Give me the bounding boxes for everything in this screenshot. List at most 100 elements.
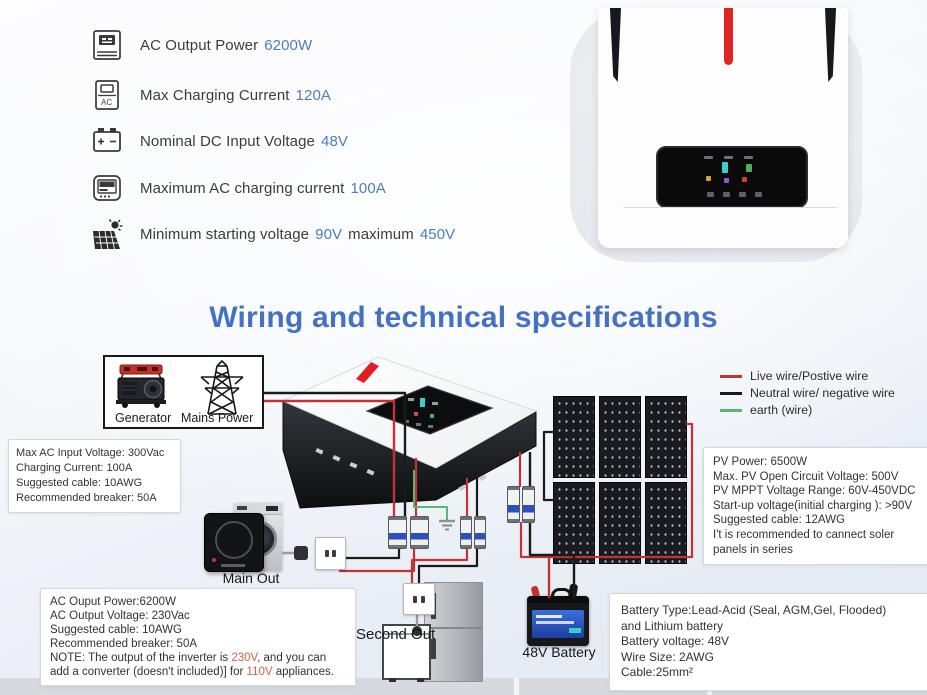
spec-line: Battery Type:Lead-Acid (Seal, AGM,Gel, F… <box>621 603 887 617</box>
spec-line: Charging Current: 100A <box>16 462 133 474</box>
socket-hole <box>332 550 337 558</box>
display-button <box>723 192 730 197</box>
ac-input-spec-box: Max AC Input Voltage: 300Vac Charging Cu… <box>8 439 181 513</box>
pv-spec-box: PV Power: 6500W Max. PV Open Circuit Vol… <box>703 447 927 566</box>
inverter-red-stripe <box>724 8 733 65</box>
spec-line: Recommended breaker: 50A <box>16 492 157 504</box>
spec-line: and Lithium battery <box>621 618 724 633</box>
power-plug <box>412 626 422 636</box>
inverter-corner-accent-right <box>825 8 837 82</box>
cooktop-controls <box>221 564 245 567</box>
battery-label-line <box>536 621 574 624</box>
wire-ac-in-neutral <box>260 391 407 517</box>
note-voltage: 110V <box>246 666 273 678</box>
bottom-bar-divider <box>514 678 519 695</box>
cooktop-indicator <box>212 558 216 562</box>
spec-value: 450V <box>419 225 456 243</box>
spec-line: Cable:25mm² <box>621 665 694 679</box>
page-title: Wiring and technical specifications <box>209 301 718 334</box>
spec-line: Suggested cable: 12AWG <box>713 514 845 527</box>
display-indicator-green <box>746 164 752 172</box>
main-out-socket <box>315 537 346 570</box>
solar-panel-icon <box>93 219 123 250</box>
spec-line: I't is recommended to cannect soler pane… <box>713 528 895 556</box>
socket-hole <box>324 550 329 558</box>
second-out-label: Second Out <box>356 626 436 643</box>
battery-cap <box>527 596 589 603</box>
second-out-socket <box>403 583 435 615</box>
inverter-corner-accent-left <box>609 8 621 82</box>
battery-label-chip <box>569 628 581 633</box>
legend-swatch-live <box>720 374 742 378</box>
socket-hole <box>413 596 417 603</box>
battery-label: 48V Battery <box>522 644 596 660</box>
svg-text:AC: AC <box>101 98 112 107</box>
generator-label: Generator <box>115 411 172 425</box>
solar-panel <box>553 396 595 478</box>
charger-icon: AC <box>95 80 119 110</box>
spec-value: 90V <box>315 225 343 243</box>
display-button <box>707 192 714 197</box>
battery-label-line <box>536 615 562 618</box>
breaker-module <box>474 516 486 549</box>
legend-swatch-neutral <box>720 391 742 395</box>
legend-item-neutral: Neutral wire/ negative wire <box>720 386 895 400</box>
legend-item-earth: earth (wire) <box>720 403 895 417</box>
spec-line: Start-up voltage(initial charging ): >90… <box>713 499 913 512</box>
ac-output-spec-box: AC Ouput Power:6200W AC Output Voltage: … <box>40 588 356 686</box>
spec-line: AC Ouput Power:6200W <box>50 596 176 608</box>
spec-line: Max. PV Open Circuit Voltage: 500V <box>713 470 899 483</box>
inverter-3d <box>281 356 538 509</box>
spec-value: 120A <box>295 86 331 104</box>
inverter-product-photo <box>598 8 848 248</box>
wire-legend: Live wire/Postive wire Neutral wire/ neg… <box>720 369 895 420</box>
spec-value: 48V <box>321 132 348 150</box>
display-indicator-teal <box>722 162 728 173</box>
breaker-module <box>507 486 520 523</box>
ac-source-box: Generator Mains Power <box>103 355 264 429</box>
circuit-breaker-pv <box>507 486 535 523</box>
breaker-module <box>388 516 407 549</box>
mains-power-tower-icon <box>200 360 244 415</box>
freezer-lid <box>384 633 429 635</box>
legend-swatch-earth <box>720 408 742 412</box>
main-out-label: Main Out <box>222 570 280 586</box>
spec-note: NOTE: The output of the inverter is 230V… <box>50 652 334 678</box>
spec-value: 6200W <box>264 36 313 54</box>
display-indicator-red <box>742 177 747 182</box>
circuit-breaker-second <box>460 516 486 549</box>
washer-knob <box>237 506 247 510</box>
mains-power-label: Mains Power <box>181 411 254 425</box>
battery-spec-box: Battery Type:Lead-Acid (Seal, AGM,Gel, F… <box>609 593 927 691</box>
washer-display <box>266 506 278 511</box>
note-voltage: 230V <box>231 652 258 664</box>
battery-48v <box>527 583 589 646</box>
spec-value: 100A <box>350 179 386 197</box>
spec-line: Suggested cable: 10AWG <box>16 477 143 489</box>
display-label <box>724 156 733 159</box>
display-button <box>755 192 762 197</box>
display-label <box>704 156 713 159</box>
wire-ac-in-live <box>260 399 396 517</box>
inverter-display-panel <box>656 146 808 208</box>
induction-cooktop <box>204 513 264 572</box>
circuit-breaker-main <box>388 516 429 549</box>
freezer-foot <box>389 678 396 682</box>
spec-line: PV Power: 6500W <box>713 456 807 468</box>
solar-panel <box>645 396 687 478</box>
socket-hole <box>421 596 425 603</box>
solar-panel <box>553 482 595 564</box>
legend-item-live: Live wire/Postive wire <box>720 369 895 383</box>
power-plug <box>294 546 308 560</box>
spec-line: Wire Size: 2AWG <box>621 649 714 664</box>
ac-meter-icon <box>93 175 121 201</box>
spec-line: Battery voltage: 48V <box>621 634 730 648</box>
